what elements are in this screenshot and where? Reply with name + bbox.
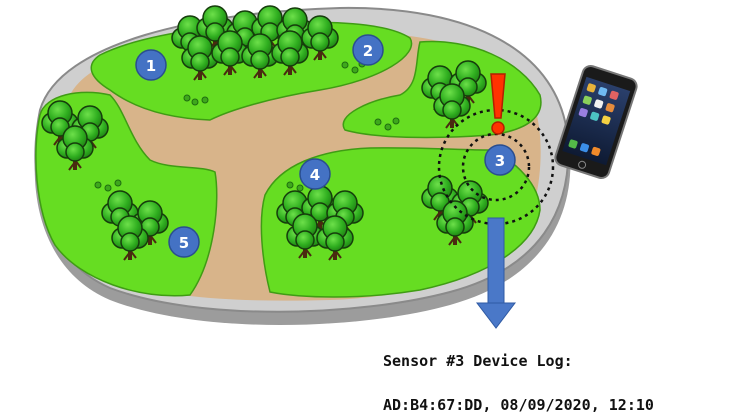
svg-text:1: 1 <box>146 57 156 75</box>
svg-text:4: 4 <box>310 166 320 184</box>
svg-text:5: 5 <box>179 234 189 252</box>
exclamation-icon <box>490 73 506 135</box>
sensor-4: 4 <box>299 158 331 190</box>
sensor-3: 3 <box>484 144 516 176</box>
sensor-2: 2 <box>352 34 384 66</box>
svg-text:2: 2 <box>363 42 373 60</box>
svg-text:3: 3 <box>495 152 505 170</box>
sensor-5: 5 <box>168 226 200 258</box>
device-log-entry: AD:B4:67:DD, 08/09/2020, 12:10 <box>383 396 654 414</box>
down-arrow-icon <box>475 217 517 329</box>
sensor-1: 1 <box>135 49 167 81</box>
smartphone-icon <box>554 64 638 180</box>
device-log-title: Sensor #3 Device Log: <box>383 352 573 370</box>
shrubs <box>94 60 400 192</box>
